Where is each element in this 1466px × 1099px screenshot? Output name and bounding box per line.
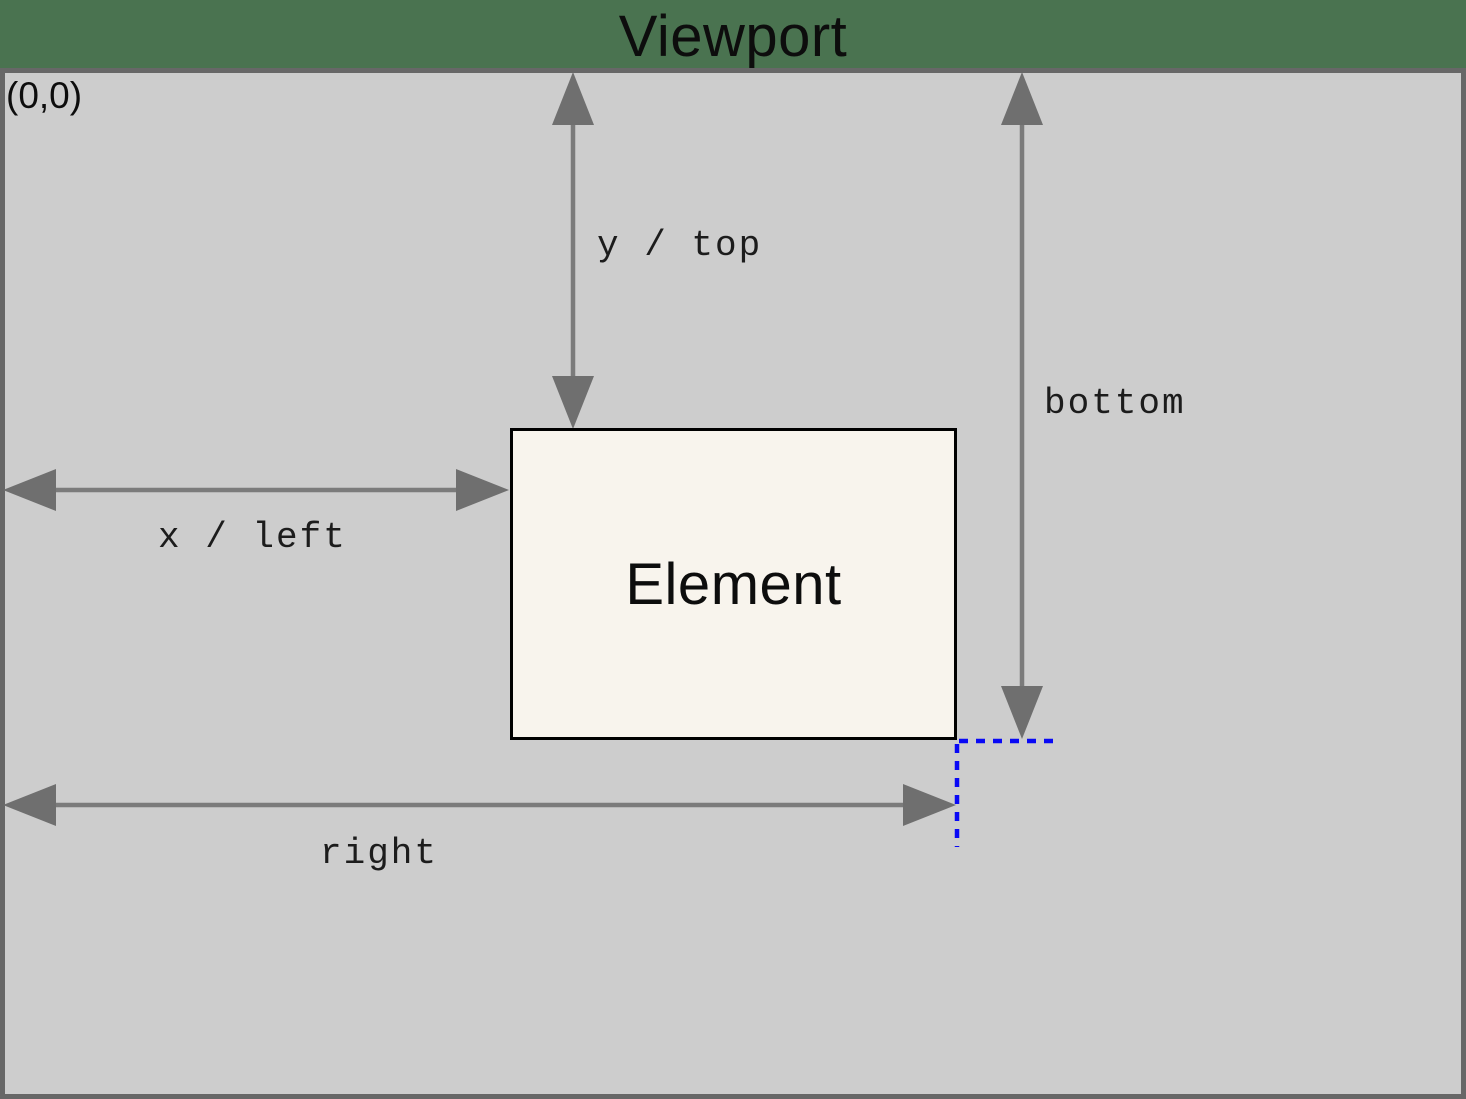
title-strip: Viewport (0, 0, 1466, 68)
element-label: Element (625, 551, 842, 617)
label-x-left: x / left (158, 517, 347, 558)
label-y-top: y / top (597, 225, 763, 266)
origin-label: (0,0) (6, 75, 83, 116)
label-bottom: bottom (1044, 383, 1186, 424)
element-box: Element (510, 428, 957, 740)
label-right: right (320, 833, 439, 874)
diagram-title: Viewport (618, 4, 848, 69)
